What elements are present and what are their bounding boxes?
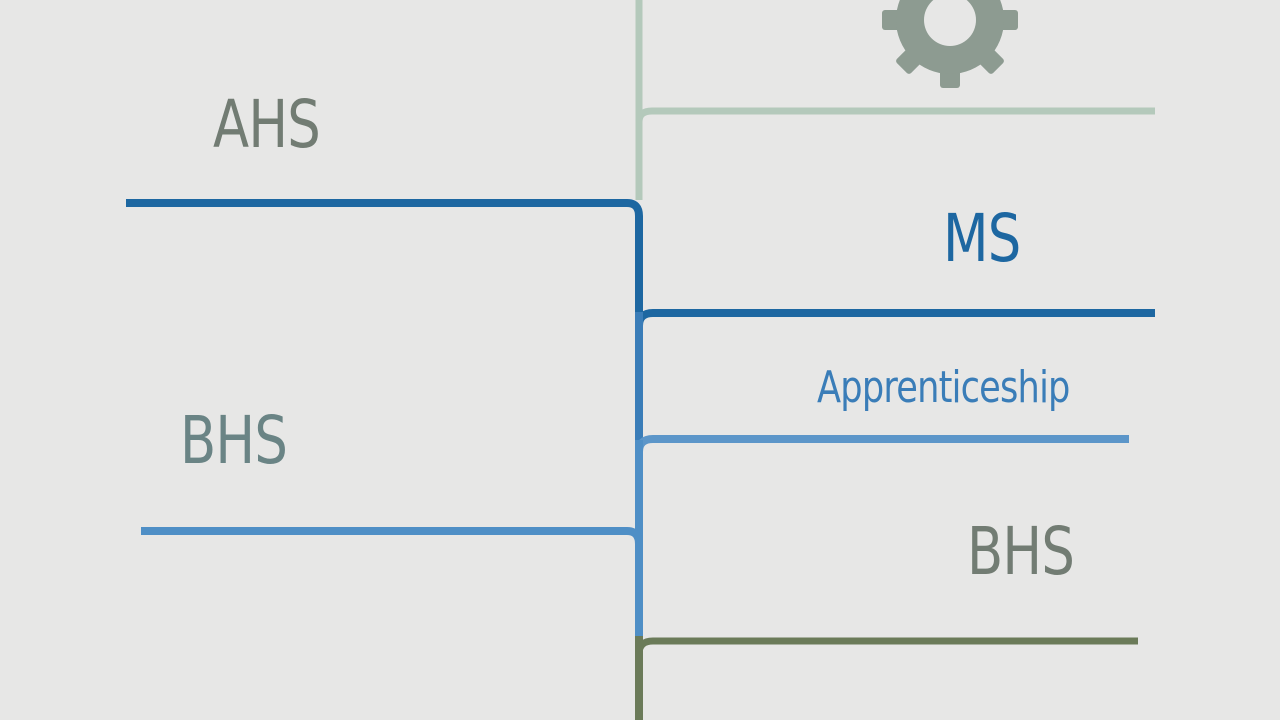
label-bhs-right: BHS — [967, 513, 1075, 590]
branch-bhs-left-line — [141, 527, 643, 545]
branch-ms-line — [635, 300, 1155, 327]
gear-icon — [882, 0, 1018, 88]
label-bhs-left: BHS — [180, 402, 288, 479]
label-ms: MS — [943, 200, 1021, 277]
branch-apprenticeship-line — [635, 435, 1129, 453]
branch-ahs-line — [126, 199, 643, 312]
label-apprenticeship: Apprenticeship — [817, 362, 1070, 413]
label-ahs: AHS — [213, 86, 321, 163]
branch-gear-line — [635, 107, 1155, 127]
branch-bhs-right-line — [635, 637, 1138, 655]
